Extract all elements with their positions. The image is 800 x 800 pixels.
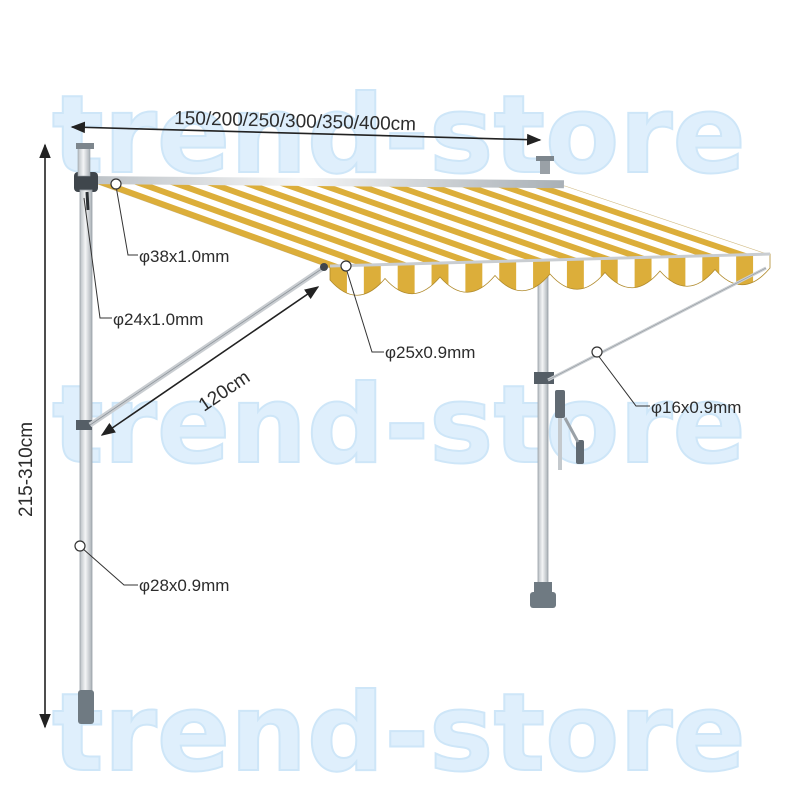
spec-support-arm-label: φ16x0.9mm	[651, 398, 741, 417]
canopy-stripe	[164, 182, 415, 266]
spec-pole-label: φ28x0.9mm	[139, 576, 229, 595]
canopy-stripe	[492, 185, 720, 257]
valance-stripe	[702, 254, 720, 296]
canopy-stripe	[528, 185, 754, 256]
lead-bar	[329, 252, 771, 268]
spec-callouts: φ38x1.0mm φ24x1.0mm φ25x0.9mm φ16x0.9mm …	[74, 178, 741, 595]
valance-stripe	[431, 260, 449, 296]
callout-lead-bar: φ25x0.9mm	[340, 260, 475, 362]
callout-support-arm: φ16x0.9mm	[591, 346, 741, 417]
left-pole-foot	[78, 690, 94, 724]
width-dimension-line	[70, 121, 542, 146]
callout-pole: φ28x0.9mm	[74, 540, 229, 595]
left-pole	[76, 143, 94, 724]
valance-stripe	[634, 255, 652, 296]
valance-stripe	[736, 254, 754, 296]
canopy-stripe	[201, 182, 449, 265]
right-pole-top-cap	[540, 158, 550, 174]
arm-dimension-line	[100, 286, 320, 436]
crank-handle	[555, 390, 584, 470]
height-label: 215-310cm	[16, 422, 37, 517]
spec-lead-bar-label: φ25x0.9mm	[385, 343, 475, 362]
spec-wall-bar-label: φ24x1.0mm	[113, 310, 203, 329]
callout-ring-pole	[74, 540, 86, 552]
right-support-arm	[547, 266, 767, 382]
canopy-stripe	[237, 183, 483, 264]
left-pole-top-cap	[76, 143, 94, 149]
valance-stripe	[600, 256, 618, 296]
valance-stripe	[499, 258, 517, 296]
valance-stripe	[566, 257, 584, 296]
valance-stripe	[330, 263, 347, 296]
valance-stripe	[363, 262, 381, 296]
callout-wall-bar: φ24x1.0mm	[83, 197, 203, 329]
left-pole-clamp	[76, 420, 92, 430]
callout-ring-front-bar	[110, 178, 122, 190]
roller-tube	[74, 172, 564, 192]
canopy-stripe	[419, 184, 652, 259]
callout-front-bar: φ38x1.0mm	[110, 178, 229, 266]
canopy-stripe	[273, 183, 517, 263]
canopy-stripe	[455, 185, 686, 258]
dimension-lines	[39, 121, 542, 729]
canopy-stripe	[128, 182, 381, 267]
spec-front-bar-label: φ38x1.0mm	[139, 247, 229, 266]
callout-ring-lead-bar	[340, 260, 352, 272]
canopy-stripe	[346, 184, 584, 261]
callout-ring-support-arm	[591, 346, 603, 358]
canopy-stripes	[92, 182, 754, 268]
watermark-group: trend-store trend-store trend-store	[51, 72, 747, 797]
canopy-stripe	[310, 183, 550, 262]
canopy-stripe	[383, 184, 618, 260]
canopy-stripe	[92, 182, 347, 268]
watermark-text-bottom: trend-store	[52, 671, 746, 796]
